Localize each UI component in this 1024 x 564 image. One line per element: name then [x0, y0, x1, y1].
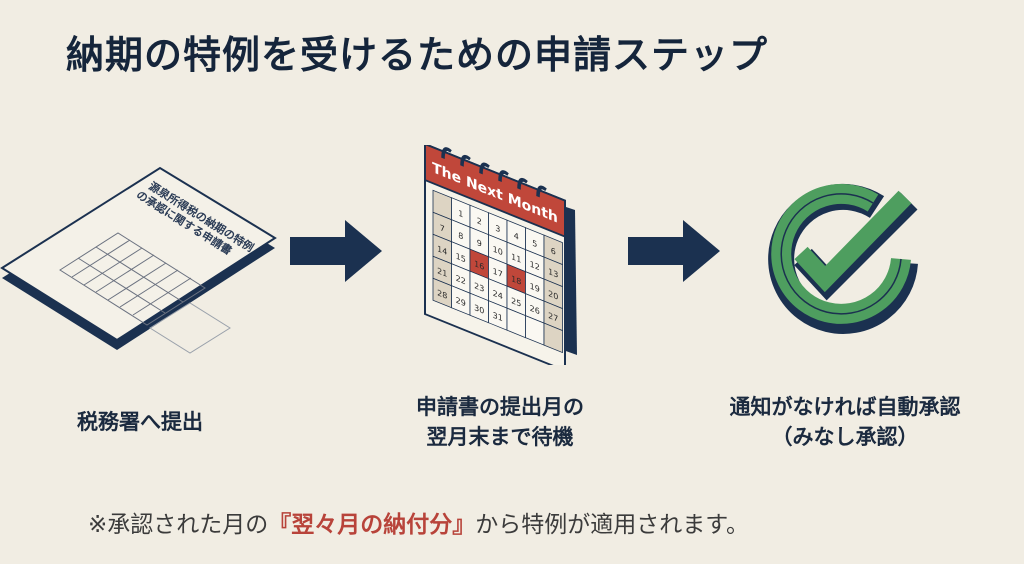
- calendar-day: 10: [493, 244, 503, 258]
- calendar-day: 20: [548, 288, 558, 302]
- calendar-day: 19: [530, 281, 540, 295]
- form-grid: [59, 232, 231, 354]
- page-title: 納期の特例を受けるための申請ステップ: [66, 33, 769, 77]
- step2-caption: 申請書の提出月の 翌月末まで待機: [380, 392, 620, 452]
- calendar-day: 9: [477, 237, 482, 249]
- calendar-day: 2: [477, 215, 482, 227]
- calendar-day: 13: [548, 266, 558, 280]
- calendar-day: 5: [532, 238, 537, 250]
- step1-caption-line1: 税務署へ提出: [77, 410, 203, 434]
- calendar-day: 22: [456, 273, 466, 287]
- calendar-day: 3: [495, 223, 500, 235]
- calendar-rings: [441, 147, 547, 198]
- step3-caption-line1: 通知がなければ自動承認: [729, 395, 961, 419]
- calendar-day: 27: [548, 310, 558, 324]
- calendar-day: 6: [551, 245, 556, 257]
- footnote-suffix: から特例が適用されます。: [475, 512, 749, 538]
- calendar-day: 24: [493, 288, 503, 302]
- calendar-day: 1: [458, 208, 463, 220]
- arrow-right-icon: [628, 220, 720, 282]
- arrow-right-icon: [290, 220, 382, 282]
- application-form-icon: 源泉所得税の納期の特例 の承認に関する申請書: [0, 166, 277, 354]
- footnote-highlight: 『翌々月の納付分』: [268, 512, 476, 538]
- calendar-day: 8: [458, 230, 463, 242]
- footnote-prefix: ※承認された月の: [88, 512, 269, 538]
- calendar-cell: [543, 322, 563, 354]
- calendar-day: 11: [511, 251, 521, 265]
- calendar-day: 18: [511, 273, 521, 287]
- step1-caption: 税務署へ提出: [30, 407, 250, 437]
- step3-caption: 通知がなければ自動承認 （みなし承認）: [690, 392, 1000, 452]
- calendar-day: 15: [456, 251, 466, 265]
- calendar-grid: 1234567891011121314151617181920212223242…: [432, 189, 563, 354]
- calendar-day: 23: [474, 280, 484, 294]
- step3-caption-line2: （みなし承認）: [771, 425, 919, 449]
- step2-caption-line1: 申請書の提出月の: [416, 395, 584, 419]
- footnote: ※承認された月の『翌々月の納付分』から特例が適用されます。: [88, 505, 749, 539]
- calendar-day: 7: [440, 222, 445, 234]
- checkmark-icon: [768, 183, 918, 334]
- calendar-day: 12: [530, 259, 540, 273]
- calendar-day: 16: [474, 258, 484, 272]
- calendar-day: 21: [437, 265, 447, 279]
- calendar-day: 30: [474, 302, 484, 316]
- calendar-icon: The Next Month 1234567891011121314151617…: [424, 145, 577, 365]
- calendar-day: 26: [530, 303, 540, 317]
- calendar-day: 28: [437, 287, 447, 301]
- calendar-day: 17: [493, 266, 503, 280]
- calendar-day: 4: [514, 230, 519, 242]
- calendar-day: 31: [493, 310, 503, 324]
- calendar-day: 25: [511, 295, 521, 309]
- step2-caption-line2: 翌月末まで待機: [426, 425, 574, 449]
- calendar-day: 14: [437, 243, 447, 257]
- calendar-day: 29: [456, 295, 466, 309]
